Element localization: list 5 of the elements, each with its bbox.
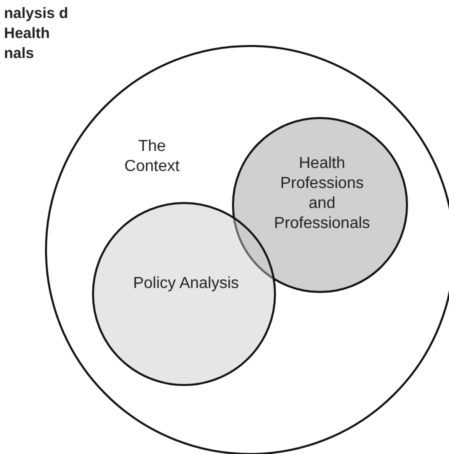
circle-label: Policy Analysis — [132, 274, 240, 294]
title: nalysis d Health nals — [4, 4, 70, 64]
circle-label: The Context — [123, 137, 181, 177]
context-circle — [45, 45, 449, 454]
circle-label: Health Professions and Professionals — [272, 154, 372, 234]
